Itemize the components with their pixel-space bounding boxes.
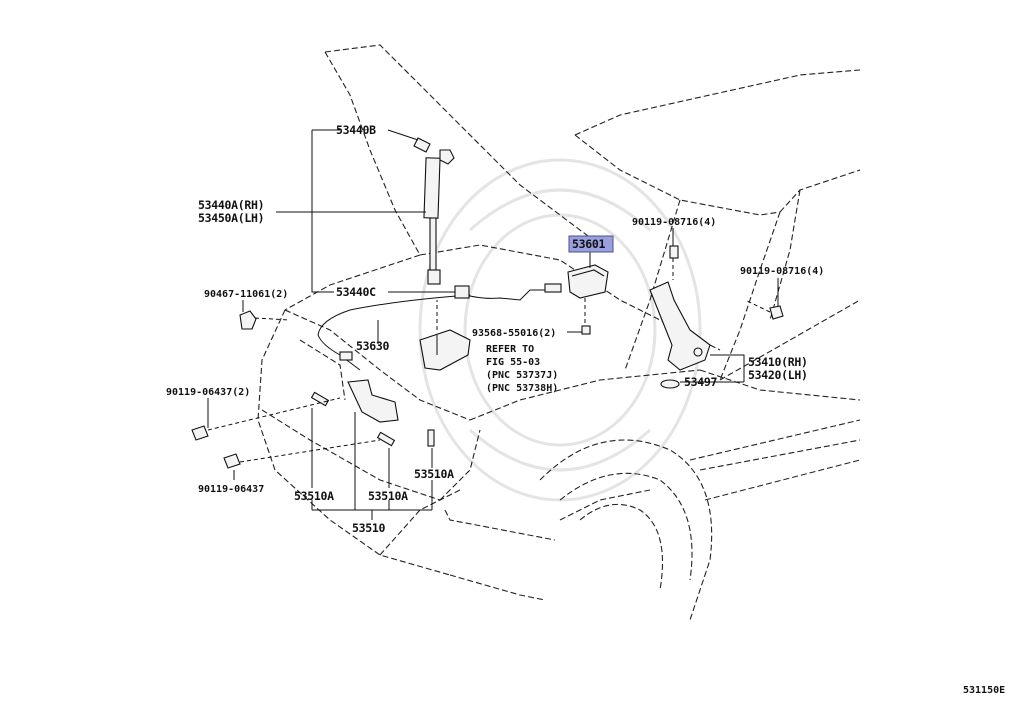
label-53450A-lh: 53450A(LH) (198, 211, 264, 225)
label-53510A-1: 53510A (294, 489, 334, 503)
label-53440C: 53440C (336, 285, 376, 299)
hood-lock-53601-part (567, 264, 609, 299)
refer-line-4: (PNC 53738H) (486, 383, 558, 394)
refer-line-3: (PNC 53737J) (486, 370, 558, 381)
label-53497: 53497 (684, 375, 717, 389)
figure-number: 531150E (963, 685, 1005, 696)
bolts (191, 245, 784, 469)
label-53601[interactable]: 53601 (572, 237, 606, 251)
label-53440B: 53440B (336, 123, 376, 137)
hood-lock-cable (317, 283, 562, 371)
label-53630: 53630 (356, 339, 389, 353)
label-90467-11061: 90467-11061(2) (204, 289, 288, 300)
part-labels: 53440B 53440A(RH) 53450A(LH) 53440C 9046… (166, 123, 1005, 696)
refer-line-2: FIG 55-03 (486, 357, 540, 368)
label-53440A-rh: 53440A(RH) (198, 198, 264, 212)
label-90119-08716-left: 90119-08716(4) (632, 217, 716, 228)
label-53420-lh: 53420(LH) (748, 368, 808, 382)
hood-hinge (649, 281, 711, 389)
highlight-53601 (568, 235, 614, 253)
label-53510A-2: 53510A (368, 489, 408, 503)
label-53410-rh: 53410(RH) (748, 355, 808, 369)
label-90119-06437: 90119-06437 (198, 484, 264, 495)
label-53510: 53510 (352, 521, 385, 535)
refer-line-1: REFER TO (486, 344, 534, 355)
car-outline (257, 44, 861, 621)
watermark-emblem (418, 158, 702, 502)
hood-stay-strut (413, 137, 455, 285)
label-90119-08716-right: 90119-08716(4) (740, 266, 824, 277)
hood-lock-control-lever (419, 329, 471, 371)
hood-lock-assembly (310, 379, 435, 447)
leader-lines (207, 129, 779, 520)
label-53510A-3: 53510A (414, 467, 454, 481)
label-90119-06437-2: 90119-06437(2) (166, 387, 250, 398)
label-93568-55016: 93568-55016(2) (472, 328, 556, 339)
